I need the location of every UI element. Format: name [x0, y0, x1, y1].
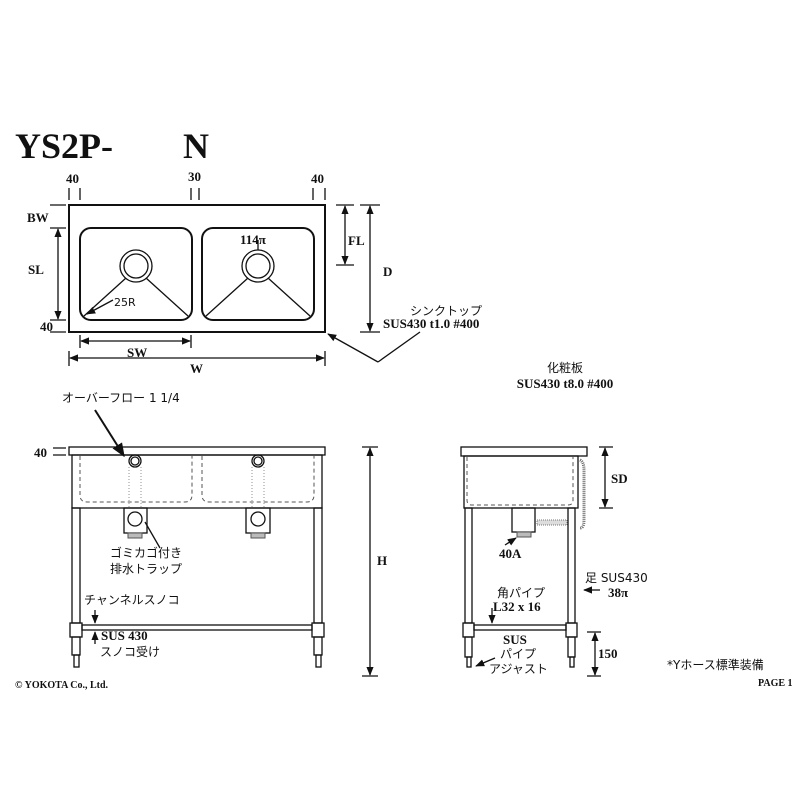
copyright: © YOKOTA Co., Ltd.: [15, 680, 109, 691]
y-hose-note: *Yホース標準装備: [667, 657, 764, 672]
trap-label-1: ゴミカゴ付き: [110, 545, 182, 560]
dim-sd: SD: [611, 471, 628, 486]
drain-size: 114π: [240, 232, 266, 247]
support-label-2: スノコ受け: [100, 645, 160, 659]
right-basin: [201, 227, 315, 321]
sink-top-spec: SUS430 t1.0 #400: [383, 316, 479, 331]
adjust-label-3: アジャスト: [489, 662, 548, 676]
dim-40-right: 40: [311, 171, 324, 186]
leg-label-1: 足 SUS430: [585, 571, 648, 585]
support-label-1: SUS 430: [101, 628, 148, 643]
front-panel-spec: SUS430 t8.0 #400: [517, 376, 613, 391]
pipe-label-1: 角パイプ: [497, 586, 545, 600]
dim-h: H: [377, 553, 387, 568]
page-number: PAGE 1: [758, 678, 793, 689]
model-suffix: N: [183, 126, 209, 166]
dim-bw: BW: [27, 210, 49, 225]
dim-40: 40: [34, 445, 47, 460]
dim-40-bottom: 40: [40, 319, 53, 334]
sink-top-outline: [68, 204, 326, 333]
trap-label-2: 排水トラップ: [110, 562, 182, 576]
dim-d: D: [383, 264, 392, 279]
adjust-label-2: パイプ: [500, 647, 536, 661]
dim-fl: FL: [348, 233, 365, 248]
dim-30: 30: [188, 169, 201, 184]
front-view: オーバーフロー 1 1/4 40 ゴミカゴ付き 排水トラップ チャンネルスノコ …: [34, 391, 387, 677]
adjust-label-1: SUS: [503, 632, 527, 647]
overflow-label: オーバーフロー 1 1/4: [62, 391, 180, 405]
side-view: 40A SD 足 SUS430 38π 角パイプ L32 x 16 SUS パイ…: [460, 446, 648, 677]
drain-icon: [123, 253, 149, 279]
leg-label-2: 38π: [608, 585, 628, 600]
drain-icon: [245, 253, 271, 279]
top-view: 40 30 40 114π 25R BW SL 40 SW W FL D: [27, 169, 421, 376]
model-title: YS2P-: [15, 126, 113, 166]
dim-40-left: 40: [66, 171, 79, 186]
channel-label: チャンネルスノコ: [84, 593, 180, 607]
pipe-label-2: L32 x 16: [493, 599, 541, 614]
dim-sl: SL: [28, 262, 44, 277]
left-basin: [79, 227, 193, 321]
corner-radius: 25R: [114, 296, 136, 309]
drain-size-40a: 40A: [499, 546, 522, 561]
dim-150: 150: [598, 646, 618, 661]
sink-top-label: シンクトップ: [410, 304, 482, 318]
front-panel-label: 化粧板: [547, 361, 583, 375]
dim-w: W: [190, 361, 203, 376]
